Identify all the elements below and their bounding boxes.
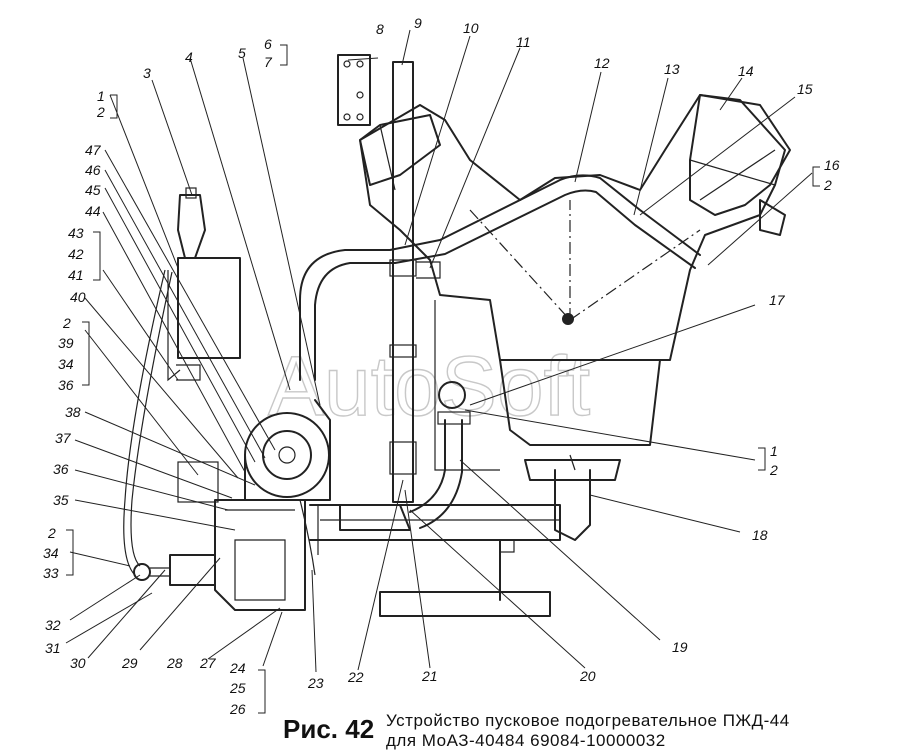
bracket-plate-8 xyxy=(337,54,371,126)
callout-41: 41 xyxy=(68,267,84,283)
callout-15: 15 xyxy=(797,81,813,97)
callout-38: 38 xyxy=(65,404,81,420)
callout-21: 21 xyxy=(421,668,438,684)
callout-47: 47 xyxy=(85,142,102,158)
callout-36: 36 xyxy=(53,461,69,477)
callout-29: 29 xyxy=(121,655,138,671)
callout-numbers: 1 2 3 4 5 6 7 8 9 10 11 12 13 14 15 16 2… xyxy=(43,15,840,717)
callout-43: 43 xyxy=(68,225,84,241)
callout-1-right: 1 xyxy=(770,443,778,459)
coolant-pipe-12 xyxy=(299,174,701,381)
callout-30: 30 xyxy=(70,655,86,671)
callout-16: 16 xyxy=(824,157,840,173)
callout-34-g39: 34 xyxy=(58,356,74,372)
callout-44: 44 xyxy=(85,203,101,219)
callout-32: 32 xyxy=(45,617,61,633)
callout-33: 33 xyxy=(43,565,59,581)
callout-5: 5 xyxy=(238,45,246,61)
callout-6: 6 xyxy=(264,36,272,52)
callout-2-g39: 2 xyxy=(62,315,71,331)
callout-37: 37 xyxy=(55,430,72,446)
callout-17: 17 xyxy=(769,292,786,308)
callout-31: 31 xyxy=(45,640,61,656)
callout-8: 8 xyxy=(376,21,384,37)
callout-18: 18 xyxy=(752,527,768,543)
callout-2-r16: 2 xyxy=(823,177,832,193)
callout-13: 13 xyxy=(664,61,680,77)
callout-36-g39: 36 xyxy=(58,377,74,393)
callout-11: 11 xyxy=(516,34,531,50)
callout-25: 25 xyxy=(229,680,246,696)
callout-42: 42 xyxy=(68,246,84,262)
heater-boiler xyxy=(133,399,411,611)
coolant-pipe-19 xyxy=(409,381,471,529)
callout-4: 4 xyxy=(185,49,193,65)
callout-19: 19 xyxy=(672,639,688,655)
caption-line-2: для МоАЗ-40484 69084-10000032 xyxy=(386,731,666,750)
figure-caption: Рис. 42 Устройство пусковое подогревател… xyxy=(283,711,790,750)
callout-9: 9 xyxy=(414,15,422,31)
callout-34-g33: 34 xyxy=(43,545,59,561)
callout-3: 3 xyxy=(143,65,151,81)
callout-2-right: 2 xyxy=(769,462,778,478)
callout-24: 24 xyxy=(229,660,246,676)
engine-block xyxy=(359,94,791,541)
callout-brackets xyxy=(66,44,820,714)
fuel-line xyxy=(123,269,173,576)
callout-26: 26 xyxy=(229,701,246,717)
callout-23: 23 xyxy=(307,675,324,691)
caption-line-1: Устройство пусковое подогревательное ПЖД… xyxy=(386,711,790,730)
callout-22: 22 xyxy=(347,669,364,685)
frame-rail xyxy=(309,504,561,617)
leader-lines xyxy=(65,29,813,673)
callout-39: 39 xyxy=(58,335,74,351)
callout-2-g33: 2 xyxy=(47,525,56,541)
callout-28: 28 xyxy=(166,655,183,671)
figure-number: Рис. 42 xyxy=(283,714,374,744)
callout-46: 46 xyxy=(85,162,101,178)
callout-14: 14 xyxy=(738,63,754,79)
callout-40: 40 xyxy=(70,289,86,305)
callout-10: 10 xyxy=(463,20,479,36)
callout-35: 35 xyxy=(53,492,69,508)
vertical-pipe-9 xyxy=(389,61,441,503)
callout-7: 7 xyxy=(264,54,273,70)
callout-45: 45 xyxy=(85,182,101,198)
watermark: AutoSoft xyxy=(268,339,590,433)
callout-2-top: 2 xyxy=(96,104,105,120)
callout-20: 20 xyxy=(579,668,596,684)
callout-27: 27 xyxy=(199,655,217,671)
callout-12: 12 xyxy=(594,55,610,71)
callout-1-top: 1 xyxy=(97,88,105,104)
